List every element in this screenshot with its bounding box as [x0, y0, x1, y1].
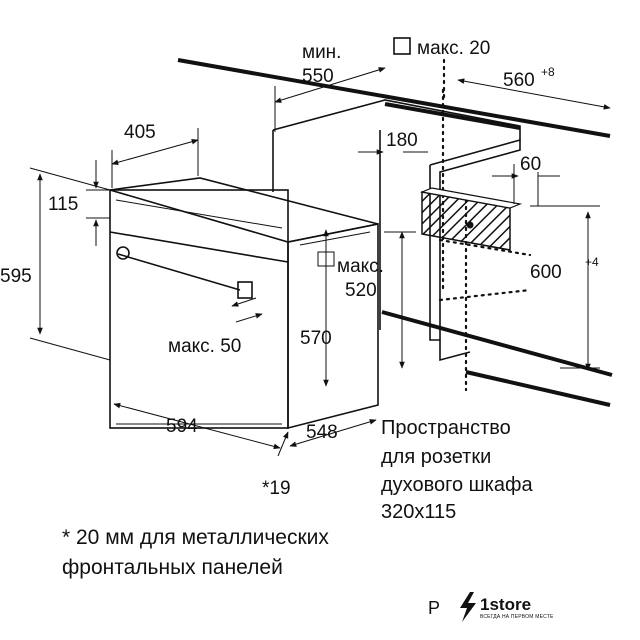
- label-570: 570: [300, 328, 332, 349]
- label-115: 115: [48, 194, 78, 215]
- label-19: *19: [262, 478, 291, 499]
- socket-note: Пространство для розетки духового шкафа …: [381, 417, 533, 523]
- label-60: 60: [520, 154, 541, 175]
- label-405: 405: [124, 122, 156, 143]
- square-symbol-icon: [393, 37, 411, 55]
- label-550: 550: [302, 66, 334, 87]
- socket-space: [419, 187, 523, 251]
- label-548: 548: [306, 422, 338, 443]
- label-600-tolerance: +4: [585, 255, 599, 269]
- label-560: 560: [503, 70, 535, 91]
- footnote-line-1: * 20 мм для металлических: [62, 526, 329, 549]
- label-max520-prefix: макс.: [337, 256, 384, 277]
- branding-name: 1store: [480, 595, 531, 614]
- socket-note-line-2: для розетки: [381, 446, 491, 468]
- label-594: 594: [166, 416, 198, 437]
- lightning-bolt-icon: [460, 592, 476, 622]
- socket-note-line-3: духового шкафа: [381, 474, 533, 496]
- oven-body: [109, 177, 379, 430]
- dimension-labels: мин. 550 макс. 20 560 +8 405 180 60 115 …: [0, 38, 599, 499]
- label-560-tolerance: +8: [541, 65, 555, 79]
- footnote: * 20 мм для металлических фронтальных па…: [62, 526, 329, 579]
- label-min: мин.: [302, 42, 341, 63]
- label-max20: макс. 20: [417, 38, 490, 59]
- socket-note-line-4: 320x115: [381, 501, 456, 523]
- branding: P 1store ВСЕГДА НА ПЕРВОМ МЕСТЕ: [428, 592, 554, 622]
- label-180: 180: [386, 130, 418, 151]
- footnote-line-2: фронтальных панелей: [62, 556, 283, 579]
- dimension-lines: [29, 58, 611, 457]
- label-600: 600: [530, 262, 562, 283]
- label-max50: макс. 50: [168, 336, 241, 357]
- socket-note-line-1: Пространство: [381, 417, 511, 439]
- label-595: 595: [0, 266, 32, 287]
- branding-letter: P: [428, 598, 440, 618]
- label-520: 520: [345, 280, 377, 301]
- branding-tagline: ВСЕГДА НА ПЕРВОМ МЕСТЕ: [480, 614, 554, 620]
